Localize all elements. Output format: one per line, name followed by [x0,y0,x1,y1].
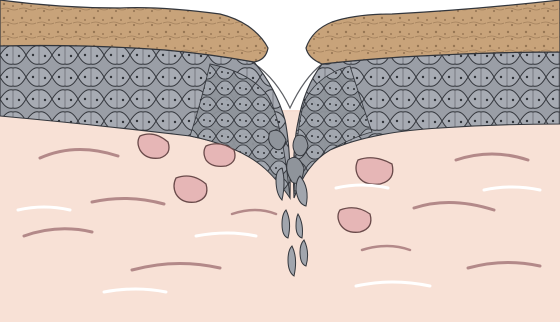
wound-healing-illustration [0,0,560,322]
